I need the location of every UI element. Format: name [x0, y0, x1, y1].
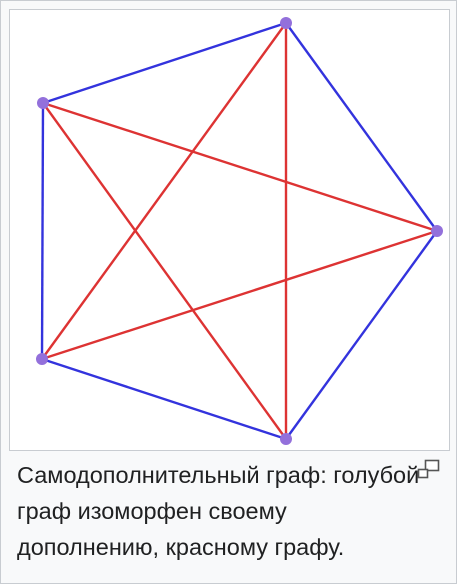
graph-vertex [36, 353, 48, 365]
red-edge [42, 102, 287, 440]
graph-vertex [37, 97, 49, 109]
blue-edge [40, 102, 45, 360]
blue-edge [285, 230, 438, 440]
self-complementary-graph [36, 17, 443, 445]
figure-caption: Самодополнительный граф: голубой граф из… [17, 462, 420, 560]
graph-vertex [280, 17, 292, 29]
enlarge-icon[interactable] [417, 459, 441, 481]
graph-vertex [431, 225, 443, 237]
blue-edge [41, 357, 287, 441]
graph-vertex [280, 433, 292, 445]
blue-edge [285, 22, 438, 232]
graph-image[interactable] [9, 9, 450, 451]
red-edge [41, 229, 438, 361]
red-edge [42, 101, 438, 233]
blue-edge [42, 21, 287, 105]
red-edge [41, 22, 287, 360]
